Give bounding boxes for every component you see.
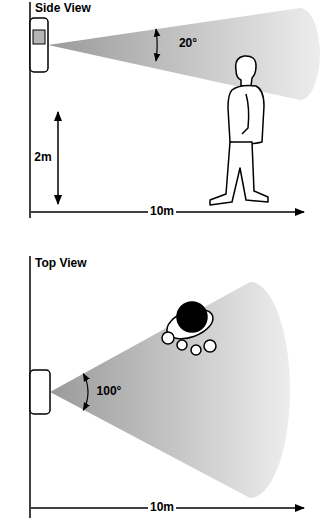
dimension-label: 10m	[148, 501, 176, 514]
detection-cone	[48, 8, 320, 100]
angle-label: 20°	[177, 37, 199, 50]
person-side	[210, 56, 268, 205]
angle-arc	[156, 29, 157, 61]
angle-label: 100°	[95, 385, 124, 398]
angle-arc	[83, 374, 88, 411]
detection-cone	[50, 282, 290, 498]
height-arrow	[57, 112, 59, 204]
view-title: Top View	[33, 257, 89, 270]
dimension-label: 10m	[148, 205, 176, 218]
dimension-label: 2m	[32, 151, 53, 164]
view-title: Side View	[33, 2, 93, 15]
person-top	[162, 302, 217, 355]
sensor-housing	[30, 18, 48, 72]
sensor-lens	[33, 30, 45, 44]
sensor-housing	[30, 370, 50, 414]
